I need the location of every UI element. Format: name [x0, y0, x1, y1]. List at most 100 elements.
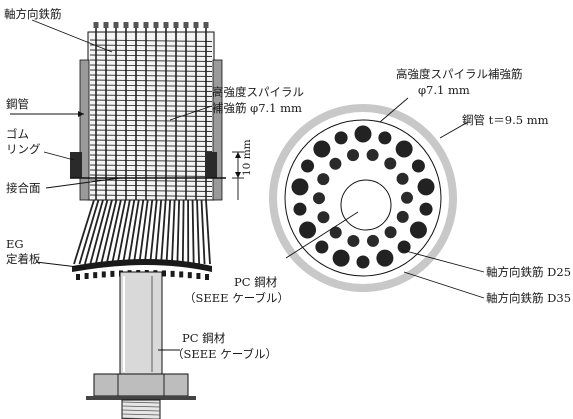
rebar-d25: [293, 202, 307, 216]
spiral-hoop-line: [89, 119, 213, 122]
rebar-d25: [315, 240, 329, 254]
spiral-hoop-line: [89, 104, 213, 107]
label-pc-left-line2: （SEEE ケーブル）: [184, 291, 289, 305]
rebar-d25: [334, 131, 348, 145]
strand-line: [127, 199, 140, 265]
strand-line: [191, 199, 195, 265]
rebar-d25: [419, 202, 433, 216]
rebar-d25: [366, 234, 379, 247]
spiral-hoop-line: [89, 79, 213, 82]
rubber-ring-left: [70, 152, 82, 178]
strand-fan: [73, 199, 211, 265]
spiral-hoop-line: [89, 149, 213, 152]
rebar-d35: [395, 140, 413, 158]
axial-bar-top: [153, 22, 159, 28]
rebar-d25: [347, 149, 360, 162]
steel-pipe-wall-left: [79, 59, 90, 201]
label-rubber-line1: ゴム: [6, 127, 29, 141]
spiral-hoop-line: [89, 174, 213, 177]
steel-pipe-wall-right: [212, 59, 223, 201]
rebar-d35: [417, 178, 435, 196]
plate-tooth: [187, 272, 192, 279]
spiral-hoop-section: [284, 119, 442, 277]
plate-tooth: [101, 271, 106, 278]
thread-line: [121, 405, 161, 408]
axial-bar-top: [173, 22, 179, 28]
label-gap-10mm: 10 mm: [241, 139, 253, 176]
spiral-hoop-line: [89, 154, 213, 157]
plate-tooth: [76, 274, 80, 280]
strand-line: [171, 199, 176, 265]
eg-anchor-plate: [72, 259, 212, 272]
axial-bar-top: [103, 22, 109, 28]
spiral-hoop-line: [89, 99, 213, 102]
label-pc-right-line1: PC 鋼材: [182, 331, 226, 345]
rebar-d25: [400, 191, 413, 204]
strand-line: [160, 199, 167, 265]
axial-bar-top: [133, 22, 139, 28]
plate-tooth: [93, 272, 98, 279]
rebar-d25: [396, 210, 409, 223]
spiral-hoop-line: [89, 59, 213, 62]
label-pc-left-line1: PC 鋼材: [234, 275, 278, 289]
spiral-hoop-line: [89, 54, 213, 57]
axial-bar-top: [203, 22, 209, 28]
thread-line: [121, 409, 161, 412]
spiral-hoop-line: [89, 194, 213, 197]
spiral-hoop-line: [89, 164, 213, 167]
axial-bar-top: [93, 22, 99, 28]
spiral-hoop-line: [89, 69, 213, 72]
spiral-hoop-line: [89, 44, 213, 47]
axial-bar-top: [163, 22, 169, 28]
spiral-hoop-line: [89, 189, 213, 192]
plate-tooth: [196, 273, 201, 280]
spiral-hoop-line: [89, 179, 213, 182]
axial-bars: [93, 22, 209, 200]
spiral-cage: [87, 22, 215, 201]
spiral-hoop-line: [89, 64, 213, 67]
spiral-hoop-line: [89, 114, 213, 117]
plate-tooth: [170, 270, 175, 277]
strand-line: [122, 199, 136, 265]
spiral-hoops: [89, 39, 213, 197]
label-axial-rebar: 軸方向鉄筋: [4, 7, 62, 21]
pc-tendon-hole: [340, 179, 392, 231]
spiral-hoop-line: [89, 74, 213, 77]
rebar-d35: [376, 249, 394, 267]
plate-tooth: [205, 274, 209, 280]
axial-rebar-dots: [291, 125, 435, 269]
rebar-d35: [299, 221, 317, 239]
strand-line: [84, 199, 104, 265]
plate-tooth: [84, 273, 89, 280]
text-labels: 軸方向鉄筋 高強度スパイラル 補強筋 φ7.1 mm 鋼管 ゴム リング 接合面…: [4, 7, 571, 361]
strand-line: [111, 199, 127, 265]
plate-tooth: [179, 271, 184, 278]
rebar-d25: [313, 192, 326, 205]
label-spiral-line1: 高強度スパイラル: [212, 85, 304, 99]
label-rubber-line2: リング: [6, 142, 41, 156]
label-d35: 軸方向鉄筋 D35: [486, 291, 571, 305]
strand-line: [105, 199, 122, 265]
strand-line: [89, 199, 109, 265]
label-eg-line1: EG: [6, 237, 24, 251]
leader-lines: [10, 19, 485, 351]
rebar-d25: [378, 131, 392, 145]
spiral-hoop-line: [89, 39, 213, 42]
thread-line: [121, 413, 161, 416]
spiral-hoop-line: [89, 134, 213, 137]
strand-line: [165, 199, 172, 265]
label-d25: 軸方向鉄筋 D25: [486, 265, 571, 279]
gap-dimension: [232, 151, 244, 200]
spiral-hoop-line: [89, 94, 213, 97]
spiral-hoop-line: [89, 144, 213, 147]
spiral-hoop-line: [89, 89, 213, 92]
rebar-d35: [409, 221, 427, 239]
label-joint-surface: 接合面: [6, 181, 41, 195]
rubber-ring-right: [205, 152, 217, 178]
label-pc-right-line2: （SEEE ケーブル）: [172, 347, 277, 361]
pc-tendon-shaft: [119, 271, 163, 375]
rebar-d35: [313, 140, 331, 158]
cross-section-view: [269, 104, 457, 292]
strand-line: [205, 199, 211, 265]
